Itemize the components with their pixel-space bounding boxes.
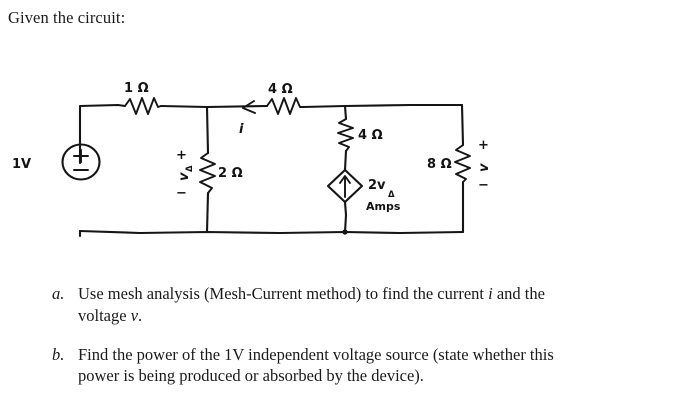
question-a-line2-var: v	[130, 305, 139, 325]
dependent-source-units-label: Amps	[366, 200, 401, 213]
question-b-line2-pre: power is being produced or absorbed by t…	[78, 366, 424, 386]
resistor-2ohm-label: 2 Ω	[218, 166, 243, 181]
resistor-1ohm-label: 1 Ω	[124, 81, 149, 96]
vdelta-plus-label: +	[176, 148, 187, 163]
dependent-source-arrow-icon	[339, 175, 351, 198]
vdelta-label-group: v Δ	[177, 165, 195, 181]
question-a-line2-post: .	[138, 305, 143, 325]
question-b-label: b.	[52, 344, 65, 364]
wire-right-top	[460, 103, 465, 147]
wire-r4series-to-right	[301, 103, 464, 109]
question-a-line1-post: and the	[492, 284, 545, 303]
vdelta-label: v	[177, 172, 192, 181]
v-out-minus-label: −	[478, 178, 489, 193]
wire-nodeA-down	[205, 105, 210, 155]
resistor-2ohm	[199, 152, 216, 194]
resistor-4ohm-series-label: 4 Ω	[268, 82, 293, 97]
question-a-line2-pre: voltage	[78, 305, 131, 325]
node-dot	[342, 229, 348, 235]
v-out-label-group: v	[477, 163, 492, 172]
v-out-plus-label: +	[478, 138, 489, 153]
question-b-line1-pre: Find the power of the 1V independent vol…	[78, 344, 554, 364]
vdelta-subscript: Δ	[185, 165, 195, 172]
question-a-line1-pre: Use mesh analysis (Mesh-Current method) …	[78, 284, 489, 303]
question-a-body: Use mesh analysis (Mesh-Current method) …	[78, 283, 687, 327]
resistor-4ohm-shunt	[337, 118, 354, 152]
question-item-b: b. Find the power of the 1V independent …	[52, 344, 687, 388]
resistor-8ohm	[454, 144, 471, 183]
question-b-body: Find the power of the 1V independent vol…	[78, 344, 687, 388]
question-b-line1: Find the power of the 1V independent vol…	[78, 344, 687, 366]
vdelta-minus-label: −	[176, 186, 187, 201]
dependent-source-coef-label: 2v	[368, 178, 386, 193]
question-a-line1-var: i	[488, 284, 493, 303]
current-i-label: i	[239, 122, 244, 137]
wire-bottom	[78, 229, 465, 235]
resistor-1ohm	[124, 97, 162, 115]
wire-r1-to-nodeA	[159, 104, 209, 109]
circuit-diagram: 1 Ω 4 Ω i 1V 2 Ω +	[0, 55, 520, 255]
source-plus-icon	[73, 149, 89, 163]
wire-2ohm-down	[205, 191, 210, 234]
question-b-line2: power is being produced or absorbed by t…	[78, 365, 687, 387]
resistor-4ohm-series	[266, 97, 304, 115]
resistor-4ohm-shunt-label: 4 Ω	[358, 128, 383, 143]
v-out-label: v	[477, 163, 492, 172]
circuit-svg: 1 Ω 4 Ω i 1V 2 Ω +	[12, 81, 492, 238]
question-item-a: a. Use mesh analysis (Mesh-Current metho…	[52, 283, 687, 327]
questions-list: a. Use mesh analysis (Mesh-Current metho…	[52, 283, 687, 404]
question-a-line1: Use mesh analysis (Mesh-Current method) …	[78, 283, 687, 305]
question-a-line2: voltage v.	[78, 305, 687, 327]
question-a-label: a.	[52, 284, 65, 303]
wire-nodeA-to-r4series	[205, 104, 269, 109]
wire-nodeB-down	[343, 104, 348, 121]
wire-depsource-to-bottom	[343, 200, 348, 234]
resistor-8ohm-label: 8 Ω	[427, 157, 452, 172]
voltage-source-symbol	[61, 143, 101, 181]
dependent-source-subscript: Δ	[388, 190, 395, 200]
wire-source-to-r1	[78, 103, 127, 165]
wire-4ohm-to-depsource	[343, 149, 348, 172]
page-title: Given the circuit:	[8, 8, 126, 27]
current-arrow-icon	[242, 100, 256, 114]
source-1v-label: 1V	[12, 157, 31, 172]
